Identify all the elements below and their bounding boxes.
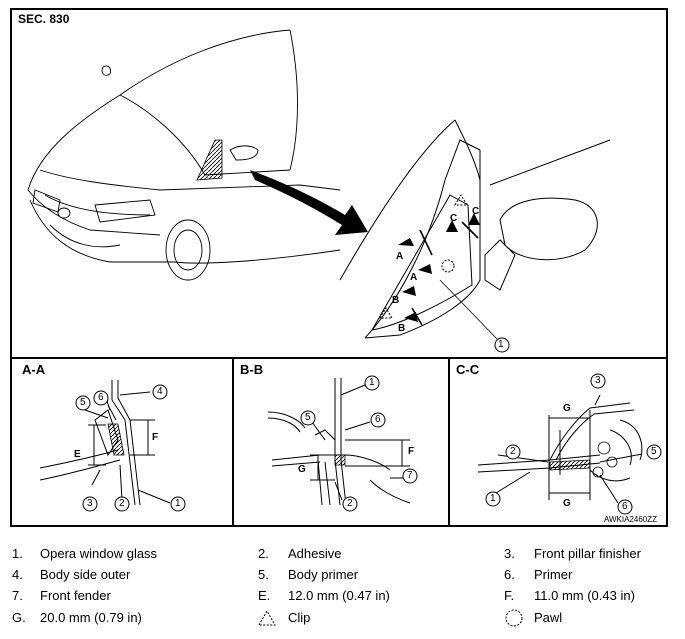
callout-6-bb: 6	[375, 414, 381, 425]
dim-e: E	[74, 449, 81, 460]
legend-text: 11.0 mm (0.43 in)	[534, 588, 635, 603]
dim-g-cc-top: G	[563, 403, 571, 414]
legend-text: Pawl	[534, 610, 563, 625]
callout-a: A	[396, 251, 404, 262]
legend-text: Clip	[288, 610, 311, 625]
legend-key: F.	[504, 588, 515, 603]
panel-separator-right	[448, 359, 450, 527]
opera-window-highlight	[196, 139, 223, 181]
clip-triangle-icon	[379, 307, 393, 319]
legend-key: G.	[12, 610, 26, 625]
view-arrow-a2	[418, 264, 432, 274]
view-arrow-c2	[468, 213, 480, 225]
panel-title-cc: C-C	[456, 362, 480, 377]
callout-2-cc: 2	[510, 446, 516, 457]
callout-1-aa: 1	[175, 498, 181, 509]
legend-key: 6.	[504, 567, 515, 582]
adhesive-cc	[549, 459, 591, 471]
car-overview	[27, 29, 341, 281]
legend-key: 7.	[12, 588, 23, 603]
legend-text: 20.0 mm (0.79 in)	[40, 610, 142, 625]
callout-1-cc: 1	[490, 493, 496, 504]
view-arrow-b	[402, 286, 416, 296]
clip-triangle-icon	[454, 194, 468, 206]
callout-5-cc: 5	[651, 446, 657, 457]
dim-g-cc-bottom: G	[563, 498, 571, 509]
callout-5-bb: 5	[305, 412, 311, 423]
callout-3-cc: 3	[595, 375, 601, 386]
callout-b2: B	[398, 323, 406, 334]
legend-key: 1.	[12, 546, 23, 561]
adhesive-bb	[334, 454, 346, 466]
adhesive-aa	[107, 423, 125, 456]
legend-text: Opera window glass	[40, 546, 158, 561]
dim-f-aa: F	[152, 432, 159, 443]
callout-1-bb: 1	[369, 377, 375, 388]
view-arrow-b2	[404, 312, 418, 322]
callout-6-cc: 6	[622, 501, 628, 512]
diagram-frame	[10, 8, 668, 527]
legend-key: 5.	[258, 567, 269, 582]
callout-b: B	[392, 295, 400, 306]
legend-text: 12.0 mm (0.47 in)	[288, 588, 390, 603]
section-label: SEC. 830	[18, 12, 70, 26]
legend-text: Primer	[534, 567, 573, 582]
callout-c2: C	[472, 206, 480, 217]
legend-key: 2.	[258, 546, 269, 561]
legend-text: Adhesive	[288, 546, 342, 561]
legend-key: 4.	[12, 567, 23, 582]
view-arrow-a	[398, 238, 414, 246]
callout-a2: A	[410, 272, 418, 283]
legend-text: Front fender	[40, 588, 111, 603]
pawl-circle-icon	[505, 609, 523, 627]
callout-6-aa: 6	[98, 392, 104, 403]
legend-text: Body side outer	[40, 567, 131, 582]
cut-line-a	[419, 229, 433, 256]
callout-1: 1	[498, 339, 504, 350]
cut-line-b	[411, 307, 423, 326]
callout-3-aa: 3	[87, 498, 93, 509]
callout-5-aa: 5	[80, 397, 86, 408]
zoom-detail	[339, 119, 611, 339]
cut-line-c	[461, 221, 479, 239]
panel-title-aa: A-A	[22, 362, 46, 377]
callout-4: 4	[157, 386, 163, 397]
pointer-arrow	[250, 170, 368, 235]
legend-text: Body primer	[288, 567, 359, 582]
figure-code: AWKIA2460ZZ	[603, 515, 657, 524]
panel-separator-left	[232, 359, 234, 527]
dim-f-bb: F	[408, 446, 415, 457]
legend-key: 3.	[504, 546, 515, 561]
dim-g-bb: G	[298, 464, 306, 475]
callout-2-bb: 2	[347, 498, 353, 509]
pawl-circle-icon	[441, 259, 455, 273]
legend-text: Front pillar finisher	[534, 546, 641, 561]
legend-key: E.	[258, 588, 271, 603]
panel-title-bb: B-B	[240, 362, 264, 377]
clip-triangle-icon	[258, 609, 276, 626]
view-arrow-c	[446, 220, 458, 232]
callout-2-aa: 2	[119, 498, 125, 509]
callout-7: 7	[407, 470, 413, 481]
panel-divider	[10, 357, 668, 359]
callout-c: C	[450, 213, 458, 224]
